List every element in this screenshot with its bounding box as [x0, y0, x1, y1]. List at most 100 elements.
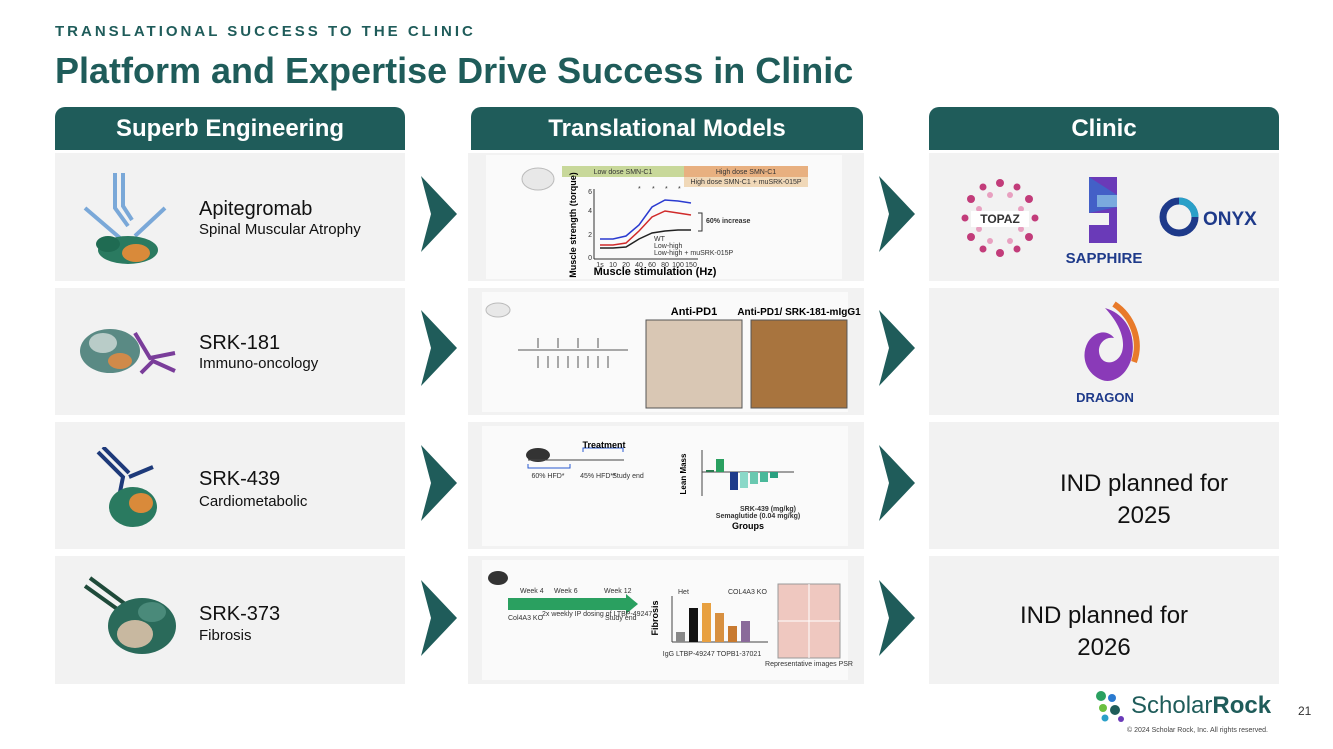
- engineering-row-apitegromab: Apitegromab Spinal Muscular Atrophy: [55, 153, 405, 281]
- onyx-logo: ONYX: [1159, 197, 1257, 237]
- column-header-clinic: Clinic: [929, 107, 1279, 150]
- band-low-label: Low dose SMN-C1: [594, 169, 653, 176]
- dosing-label: 2x weekly IP dosing of LTBP-49247: [542, 611, 652, 618]
- engineering-sub: Immuno-oncology: [199, 355, 319, 372]
- page-number: 21: [1298, 704, 1312, 718]
- study-end-label: Study end: [612, 473, 644, 480]
- srk181-molecule-icon: [80, 329, 176, 375]
- model-panel-sma: Low dose SMN-C1 High dose SMN-C1 High do…: [468, 153, 864, 281]
- series-wt-line: [600, 199, 692, 240]
- arrow-right-icon: [421, 445, 457, 521]
- x-axis-label: Muscle stimulation (Hz): [594, 266, 717, 278]
- svg-text:4: 4: [588, 208, 592, 215]
- page-title: Platform and Expertise Drive Success in …: [55, 50, 854, 91]
- topaz-text: TOPAZ: [980, 212, 1020, 226]
- col4a3-label: Col4A3 KO: [508, 615, 544, 622]
- label-anti-pd1: Anti-PD1: [671, 306, 717, 318]
- svg-text:*: *: [638, 186, 641, 193]
- antibody-molecule-icon: [83, 173, 167, 264]
- arrow-right-icon: [421, 176, 457, 252]
- srk373-molecule-icon: [83, 576, 176, 654]
- lean-mass-figure: Treatment 60% HFD* 45% HFD** Study end L…: [482, 426, 848, 546]
- io-figure: Anti-PD1 Anti-PD1/ SRK-181-mIgG1: [482, 292, 861, 412]
- x-tick-label: 10: [609, 262, 617, 269]
- svg-text:0: 0: [588, 255, 592, 262]
- increase-label: 60% increase: [706, 218, 750, 225]
- model-panel-fibrosis: Week 4 Week 6 Week 12 Col4A3 KO 2x weekl…: [468, 556, 864, 684]
- arrow-right-icon: [879, 445, 915, 521]
- engineering-name: SRK-439: [199, 468, 281, 490]
- x-axis-label: Groups: [732, 521, 764, 531]
- scholar-rock-logo: ScholarRock: [1095, 690, 1271, 722]
- anti-pd1-micrograph: [645, 319, 743, 409]
- arrow-right-icon: [421, 580, 457, 656]
- model-panel-io: Anti-PD1 Anti-PD1/ SRK-181-mIgG1: [468, 288, 864, 415]
- hfd2-label: 45% HFD**: [580, 473, 616, 480]
- topaz-logo: TOPAZ: [961, 179, 1039, 257]
- hfd1-label: 60% HFD*: [531, 473, 564, 480]
- model-panel-cardio: Treatment 60% HFD* 45% HFD** Study end L…: [468, 422, 864, 549]
- sapphire-text: SAPPHIRE: [1066, 250, 1143, 267]
- svg-text:*: *: [678, 186, 681, 193]
- series-lowhigh-line: [600, 229, 691, 249]
- brand-rock: Rock: [1212, 692, 1272, 719]
- week6-label: Week 6: [554, 588, 578, 595]
- week12-label: Week 12: [604, 588, 632, 595]
- x-tick-label: 150: [685, 262, 697, 269]
- clinic-panel-io: DRAGON: [929, 288, 1279, 415]
- arrow-right-icon: [879, 176, 915, 252]
- y-axis-label: Muscle strength (torque): [568, 172, 578, 278]
- engineering-name: Apitegromab: [199, 198, 313, 220]
- clinic-panel-fibrosis: IND planned for 2026: [929, 556, 1279, 684]
- study-end-label: Study end: [605, 615, 637, 622]
- eyebrow: TRANSLATIONAL SUCCESS TO THE CLINIC: [55, 23, 476, 40]
- dragon-text: DRAGON: [1076, 390, 1134, 405]
- legend-lowhigh: Low-high: [654, 243, 683, 250]
- y-axis-label: Lean Mass: [679, 453, 688, 494]
- ko-label: COL4A3 KO: [728, 589, 767, 596]
- arrow-right-icon: [879, 310, 915, 386]
- x-tick-label: 40: [635, 262, 643, 269]
- x-tick-label: 80: [661, 262, 669, 269]
- column-header-engineering: Superb Engineering: [55, 107, 405, 150]
- clinic-panel-sma: TOPAZ SAPPHIRE ONYX: [929, 153, 1279, 281]
- srk439-molecule-icon: [96, 447, 157, 527]
- srk-label: SRK-439 (mg/kg): [740, 506, 796, 513]
- engineering-row-srk181: SRK-181 Immuno-oncology: [55, 288, 405, 415]
- scholar-rock-mark-icon: [1096, 691, 1124, 722]
- y-axis-label: Fibrosis: [650, 600, 660, 635]
- svg-text:2: 2: [588, 232, 592, 239]
- engineering-row-srk439: SRK-439 Cardiometabolic: [55, 422, 405, 549]
- treatment-label: Treatment: [582, 440, 625, 450]
- band-high2-label: High dose SMN-C1 + muSRK-015P: [690, 179, 801, 186]
- engineering-name: SRK-181: [199, 332, 281, 354]
- arrow-right-icon: [879, 580, 915, 656]
- series-lowhigh-musrk-line: [600, 210, 692, 246]
- band-high-label: High dose SMN-C1: [716, 169, 776, 176]
- arrow-right-icon: [421, 310, 457, 386]
- x-tick-label: 100: [672, 262, 684, 269]
- dragon-logo: DRAGON: [1076, 301, 1140, 405]
- copyright: © 2024 Scholar Rock, Inc. All rights res…: [1127, 727, 1268, 734]
- groups-label: IgG LTBP-49247 TOPB1-37021: [663, 651, 762, 658]
- sema-label: Semaglutide (0.04 mg/kg): [716, 513, 800, 520]
- engineering-sub: Cardiometabolic: [199, 493, 308, 510]
- het-label: Het: [678, 589, 689, 596]
- ind-2025: IND planned for 2025: [1059, 470, 1229, 529]
- svg-text:*: *: [652, 186, 655, 193]
- week4-label: Week 4: [520, 588, 544, 595]
- x-tick-label: 1s: [596, 262, 604, 269]
- ind-2026: IND planned for 2026: [1019, 602, 1189, 661]
- clinic-panel-cardio: IND planned for 2025: [929, 422, 1279, 549]
- muscle-strength-figure: Low dose SMN-C1 High dose SMN-C1 High do…: [486, 155, 842, 279]
- brand-scholar: Scholar: [1131, 692, 1213, 719]
- anti-pd1-srk181-micrograph: [750, 319, 848, 409]
- fibrosis-figure: Week 4 Week 6 Week 12 Col4A3 KO 2x weekl…: [482, 560, 853, 680]
- psr-caption: Representative images PSR: [765, 661, 853, 668]
- sapphire-logo: SAPPHIRE: [1066, 177, 1143, 267]
- column-header-models: Translational Models: [471, 107, 863, 150]
- label-anti-pd1-srk181: Anti-PD1/ SRK-181-mIgG1: [737, 307, 861, 318]
- svg-text:*: *: [665, 186, 668, 193]
- engineering-name: SRK-373: [199, 603, 281, 625]
